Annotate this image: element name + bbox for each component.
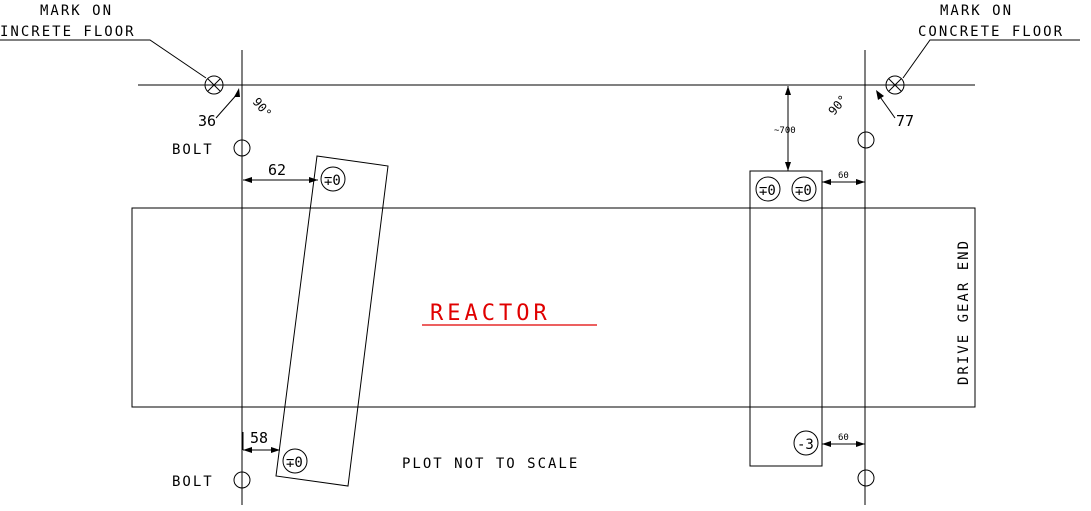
bottom-left-gap-text: 58 [250, 429, 268, 447]
left-bottom-pad: ∓0 [282, 448, 308, 474]
right-top-pad-2: ∓0 [791, 176, 817, 202]
mark-right-line1: MARK ON [940, 3, 1013, 19]
bolt-top-label: BOLT [172, 142, 214, 158]
right-angle-text: 90° [826, 92, 851, 118]
drive-gear-end-label: DRIVE GEAR END [956, 239, 972, 385]
left-mark-offset-text: 36 [198, 112, 216, 130]
right-mark-leader [902, 39, 1080, 79]
right-top-pad-1-value: ∓0 [759, 183, 776, 199]
dim-60-bottom-arrow-left [822, 441, 831, 447]
bottom-right-gap-text: 60 [838, 433, 849, 443]
right-support [749, 170, 823, 467]
dim-58-arrow-left [243, 447, 252, 453]
left-angle-text: 90° [250, 95, 275, 121]
left-floor-mark-icon [204, 75, 224, 95]
dim-60-top-arrow-left [822, 179, 831, 185]
dim-58-arrow-right [271, 447, 280, 453]
mark-right-line2: CONCRETE FLOOR [918, 24, 1064, 40]
dim-60-bottom-arrow-right [856, 441, 865, 447]
right-floor-mark-icon [885, 75, 905, 95]
bolt-top-left-icon [233, 139, 251, 157]
right-bottom-pad-value: -3 [797, 437, 814, 453]
right-mark-offset-text: 77 [896, 112, 914, 130]
left-tilted-support [275, 155, 389, 487]
mark-left-line2: INCRETE FLOOR [0, 24, 136, 40]
vertical-distance-text: ~700 [774, 126, 796, 136]
bolt-top-right-icon [857, 131, 875, 149]
right-bottom-pad: -3 [793, 430, 819, 456]
left-offset-arrowhead [234, 88, 240, 97]
dim-700-arrow-bottom [785, 162, 791, 171]
right-top-pad-1: ∓0 [755, 176, 781, 202]
dim-700-arrow-top [785, 86, 791, 95]
left-top-pad-value: ∓0 [324, 173, 341, 189]
reactor-label: REACTOR [430, 301, 551, 326]
left-top-pad: ∓0 [320, 166, 346, 192]
plot-note: PLOT NOT TO SCALE [402, 456, 579, 472]
right-offset-arrowhead [876, 90, 884, 100]
dim-60-top-arrow-right [856, 179, 865, 185]
dim-62-arrow-left [243, 177, 252, 183]
bolt-bottom-left-icon [233, 471, 251, 489]
bolt-bottom-right-icon [857, 469, 875, 487]
left-bottom-pad-value: ∓0 [286, 455, 303, 471]
top-left-gap-text: 62 [268, 161, 286, 179]
bolt-bottom-label: BOLT [172, 474, 214, 490]
top-right-gap-text: 60 [838, 171, 849, 181]
dim-62-arrow-right [309, 177, 318, 183]
right-top-pad-2-value: ∓0 [795, 183, 812, 199]
mark-left-line1: MARK ON [40, 3, 113, 19]
left-mark-leader [0, 39, 207, 79]
reactor-body [131, 207, 976, 408]
